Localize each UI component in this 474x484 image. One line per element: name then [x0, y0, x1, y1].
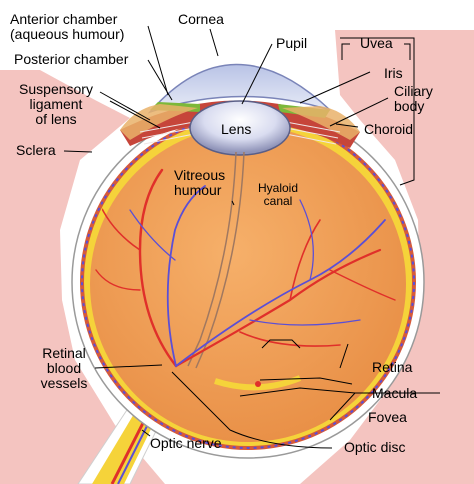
hyaloid-canal-shape [187, 151, 237, 367]
label-retinal-blood-vessels: Retinal blood vessels [30, 346, 98, 391]
lens-shape [189, 100, 291, 156]
label-pupil: Pupil [276, 35, 308, 51]
retinal-vessels [95, 168, 396, 368]
label-posterior-chamber: Posterior chamber [14, 51, 129, 67]
label-suspensory-line1: Suspensory [19, 81, 93, 97]
orbital-tissue-pink-right [300, 30, 474, 484]
label-lens: Lens [221, 121, 252, 137]
label-hyaloid-canal: Hyaloid canal [252, 182, 304, 208]
label-retinal-vessels-line2: blood [46, 360, 82, 376]
label-anterior-chamber-line2: (aqueous humour) [10, 26, 125, 42]
leader-lines [63, 25, 440, 449]
zonule-fibres [139, 121, 341, 145]
label-vitreous-line2: humour [174, 182, 222, 198]
label-ciliary-line2: body [394, 98, 425, 114]
label-optic-nerve: Optic nerve [150, 435, 222, 451]
label-suspensory-ligament: Suspensory ligament of lens [14, 82, 98, 127]
label-choroid: Choroid [364, 121, 414, 137]
label-vitreous-humour: Vitreous humour [174, 168, 225, 198]
fovea-dot [255, 381, 261, 387]
vitreous-shape [90, 126, 406, 442]
label-hyaloid-line1: Hyaloid [257, 181, 299, 195]
label-suspensory-line2: ligament [29, 96, 83, 112]
label-retinal-vessels-line3: vessels [40, 375, 88, 391]
label-iris: Iris [384, 65, 403, 81]
label-sclera: Sclera [16, 142, 56, 158]
label-anterior-chamber: Anterior chamber (aqueous humour) [10, 12, 124, 42]
label-macula: Macula [372, 385, 418, 401]
label-ciliary-line1: Ciliary [394, 83, 433, 99]
label-fovea: Fovea [368, 409, 407, 425]
label-uvea: Uvea [360, 35, 393, 51]
label-optic-disc: Optic disc [344, 439, 406, 455]
label-ciliary-body: Ciliary body [394, 84, 433, 114]
label-anterior-chamber-line1: Anterior chamber [10, 11, 118, 27]
label-suspensory-line3: of lens [35, 111, 77, 127]
orbital-tissue-pink [0, 70, 165, 484]
label-hyaloid-line2: canal [263, 194, 293, 208]
label-retina: Retina [372, 359, 413, 375]
macula-shape [214, 375, 302, 391]
label-vitreous-line1: Vitreous [174, 167, 226, 183]
label-retinal-vessels-line1: Retinal [42, 345, 86, 361]
label-cornea: Cornea [178, 11, 224, 27]
